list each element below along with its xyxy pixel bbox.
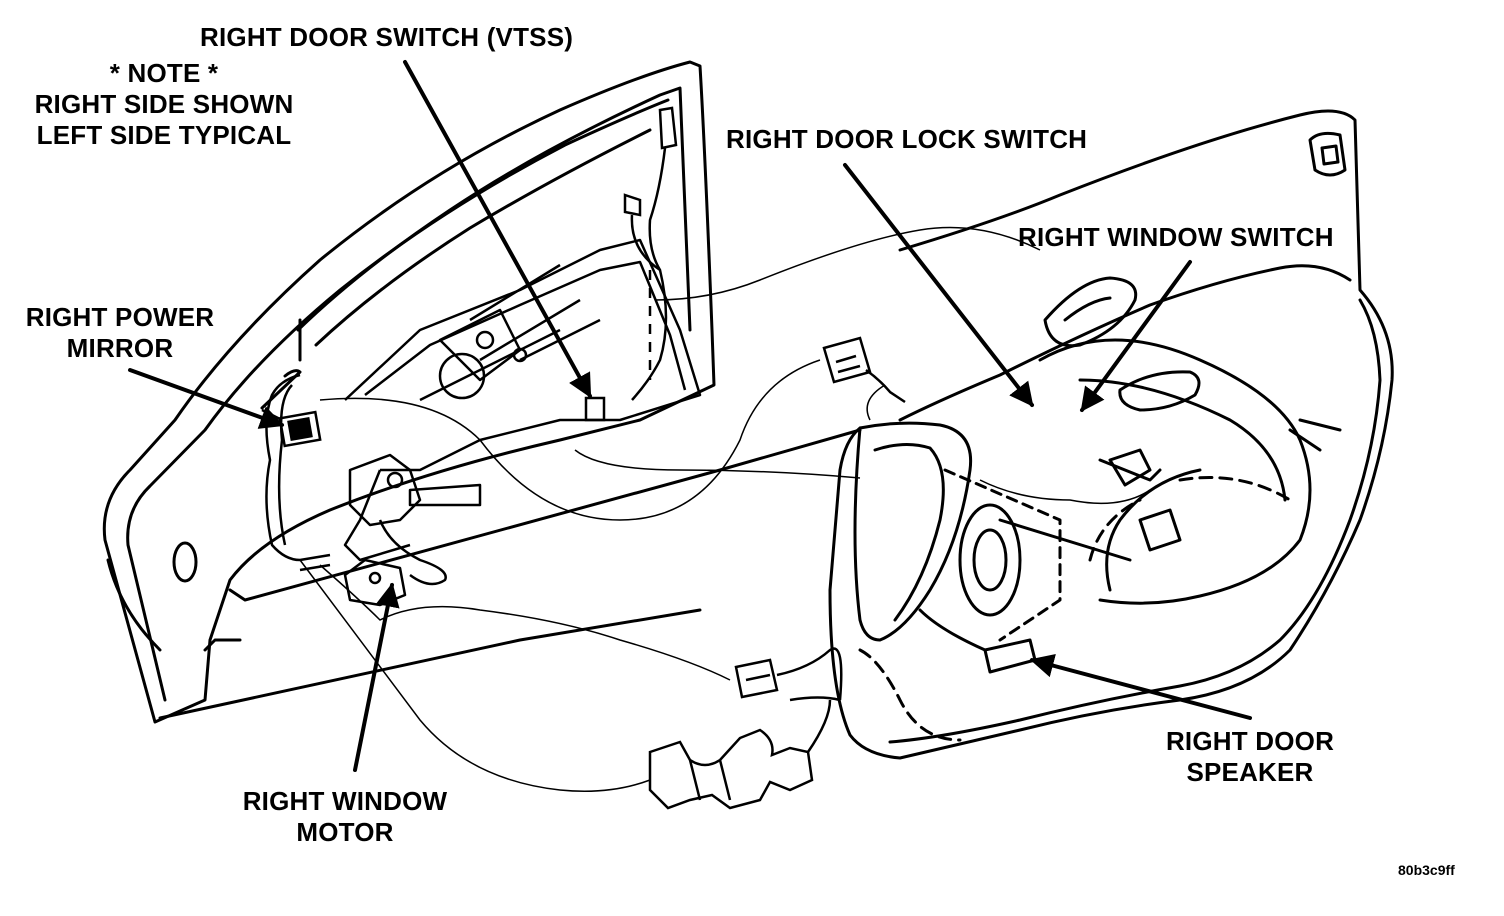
arrow-window-switch [1080,260,1192,412]
window-motor-line-2: MOTOR [296,817,394,847]
window-motor-label: RIGHT WINDOW MOTOR [220,786,470,848]
door-speaker-line-1: RIGHT DOOR [1165,726,1335,756]
window-regulator [265,238,702,607]
arrow-door-lock-switch [843,163,1034,407]
window-motor-line-1: RIGHT WINDOW [242,786,448,816]
door-switch-vtss [584,106,678,422]
door-lock-switch-label: RIGHT DOOR LOCK SWITCH [726,124,1088,154]
door-switch-label: RIGHT DOOR SWITCH (VTSS) [200,22,574,52]
door-frame [102,60,862,724]
window-switch-label: RIGHT WINDOW SWITCH [1018,222,1334,252]
note-label: * NOTE * RIGHT SIDE SHOWN LEFT SIDE TYPI… [14,58,314,151]
figure-id: 80b3c9ff [1398,862,1455,878]
arrow-power-mirror [128,368,285,429]
power-mirror-line-1: RIGHT POWER [25,302,215,332]
mirror-connector [261,408,322,448]
note-line-1: * NOTE * [109,58,219,88]
harness-connectors [648,336,906,810]
door-speaker-line-2: SPEAKER [1186,757,1314,787]
callout-arrows [128,60,1252,772]
explosion-lines [299,226,1151,792]
power-mirror-label: RIGHT POWER MIRROR [10,302,230,364]
door-speaker-label: RIGHT DOOR SPEAKER [1150,726,1350,788]
power-mirror-line-2: MIRROR [66,333,174,363]
arrow-door-switch [403,60,592,399]
arrow-door-speaker [1029,653,1252,720]
door-trim-panel [828,109,1394,760]
note-line-3: LEFT SIDE TYPICAL [36,120,292,150]
arrow-window-motor [353,582,400,772]
note-line-2: RIGHT SIDE SHOWN [34,89,294,119]
